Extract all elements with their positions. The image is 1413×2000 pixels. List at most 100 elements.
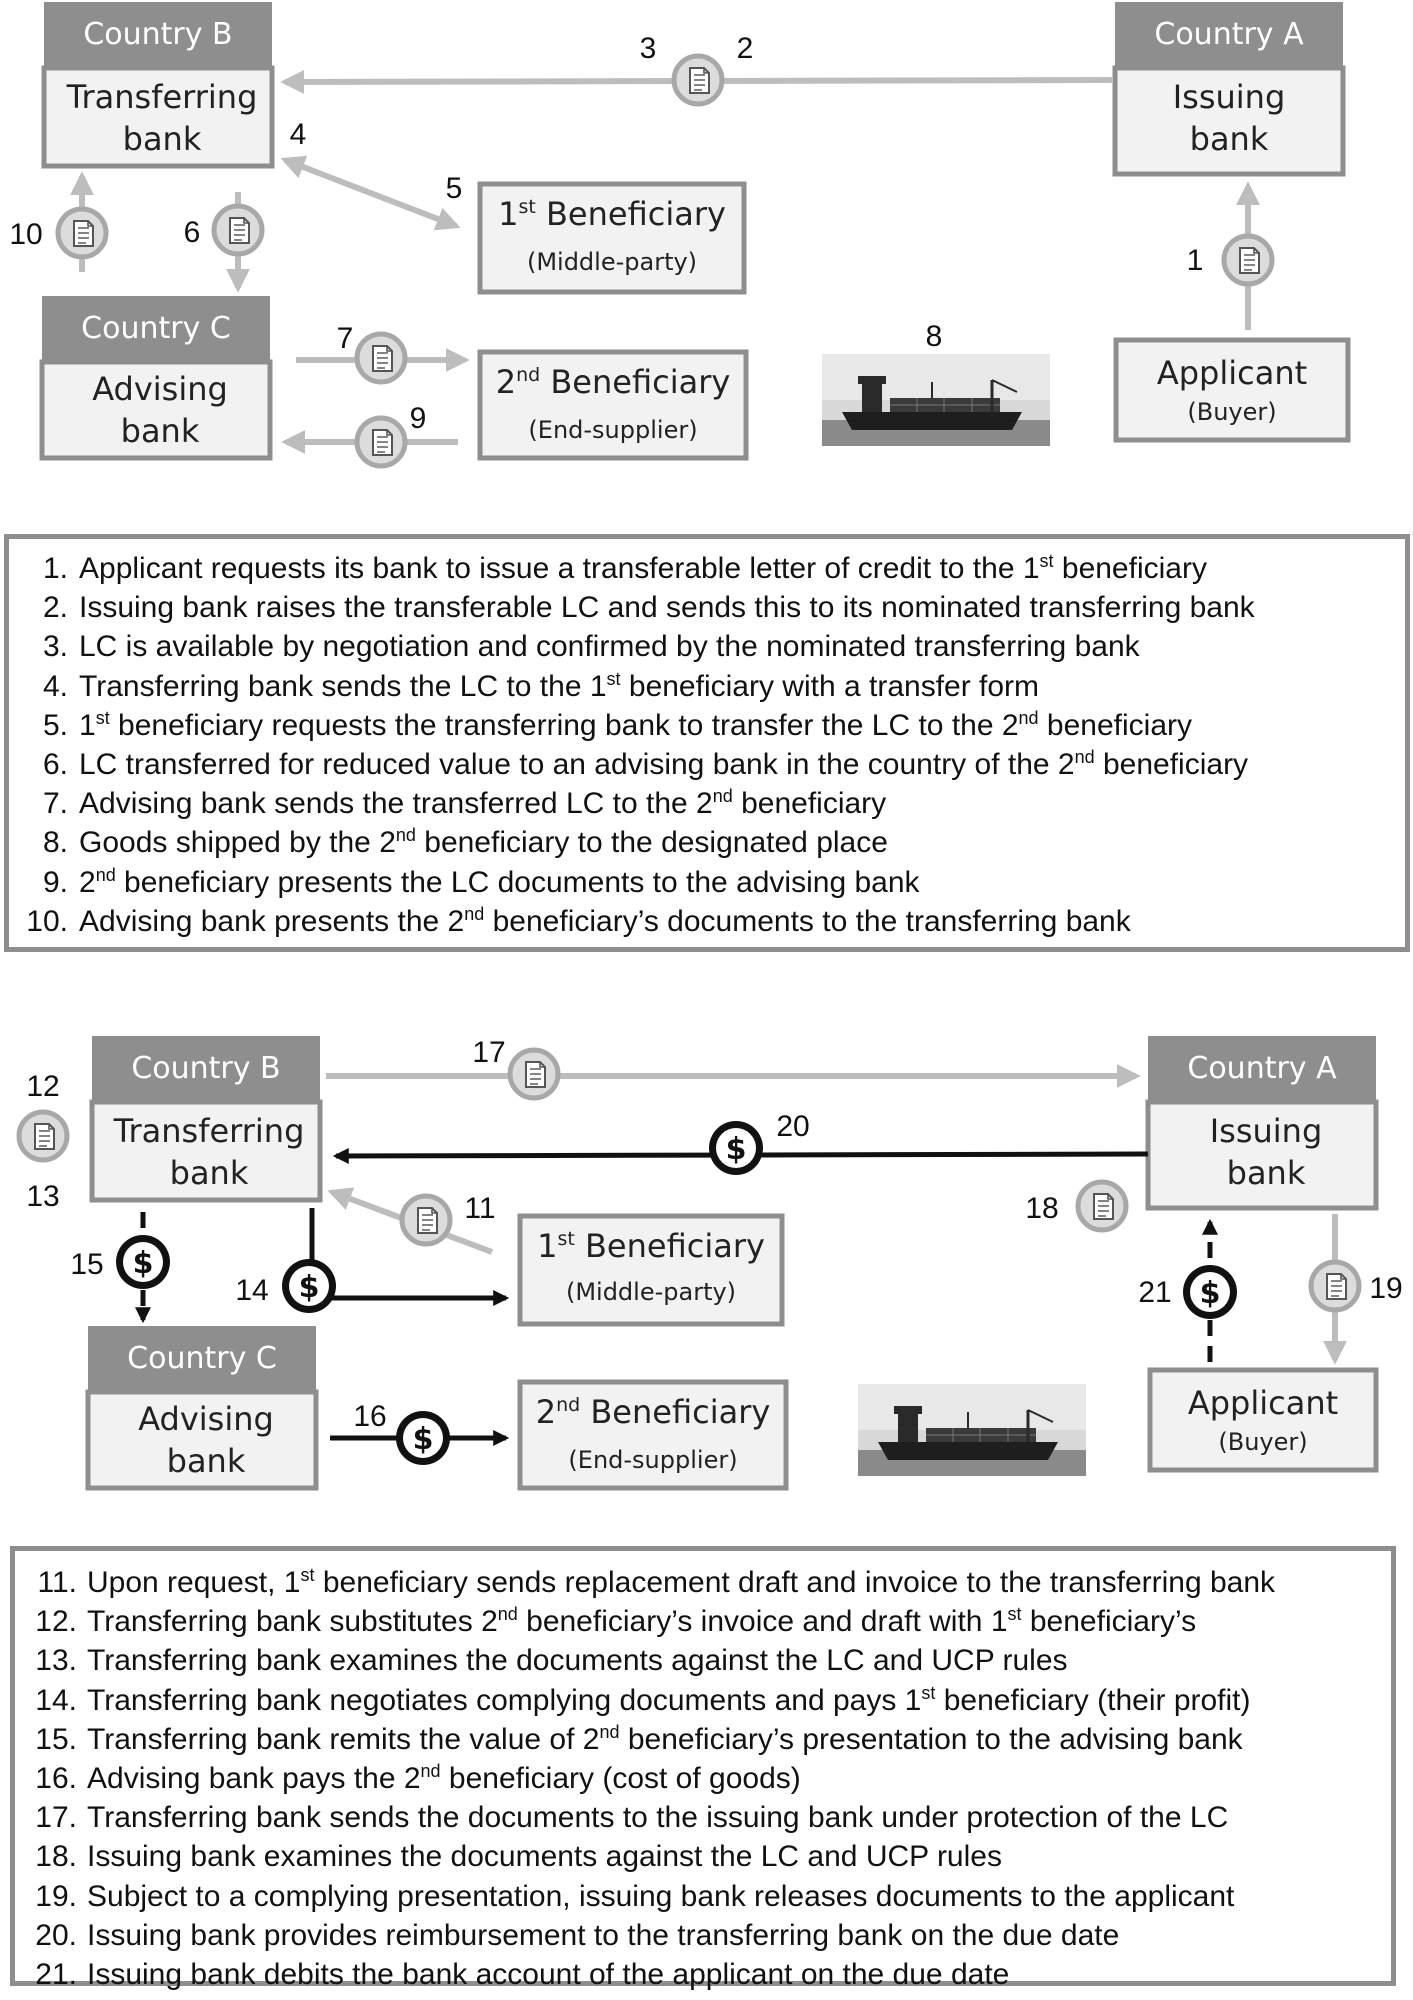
step-8: 8: [926, 320, 943, 353]
dollar-coin-icon: [709, 1121, 763, 1175]
transferring-bank-line1: Transferring: [113, 1112, 305, 1150]
country-c-advising-bank-box: Country C Advising bank: [39, 296, 273, 461]
legend-item-text: beneficiary: [1053, 552, 1207, 585]
arrow-step-4-5: [280, 155, 461, 231]
step-2: 2: [737, 32, 754, 65]
step-11: 11: [464, 1192, 495, 1225]
legend-item: 21. Issuing bank debits the bank account …: [15, 1955, 1391, 1994]
first-beneficiary-box: 1st Beneficiary (Middle-party): [517, 1213, 785, 1327]
country-b-transferring-bank-box: Country B Transferring bank: [41, 2, 275, 169]
legend-item-text: Issuing bank debits the bank account of …: [87, 1958, 1010, 1992]
dollar-coin-icon: [282, 1259, 336, 1313]
legend-item: 20. Issuing bank provides reimbursement t…: [15, 1916, 1391, 1955]
legend-item-text: Transferring bank examines the documents…: [87, 1644, 1068, 1678]
step-7: 7: [337, 322, 354, 355]
legend-item-text: Goods shipped by the 2: [79, 826, 396, 860]
first-beneficiary-title: 1st Beneficiary: [537, 1227, 765, 1265]
country-a-label: Country A: [1154, 17, 1304, 52]
country-c-label: Country C: [127, 1341, 277, 1376]
diagram-1: Country B Transferring bank Country A Is…: [9, 2, 1351, 466]
dollar-coin-icon: [396, 1411, 450, 1465]
country-b-label: Country B: [83, 17, 232, 52]
first-beneficiary-sub: (Middle-party): [566, 1278, 736, 1306]
legend-item: 2.Issuing bank raises the transferable L…: [9, 588, 1405, 627]
ordinal-suffix: nd: [1018, 707, 1039, 728]
legend-item-text: beneficiary to the designated place: [415, 826, 888, 860]
document-icon: [19, 1112, 67, 1160]
legend-item-number: 20.: [35, 1918, 77, 1952]
dollar-coin-icon: [1183, 1265, 1237, 1319]
legend-item: 14.Transferring bank negotiates complyin…: [15, 1681, 1391, 1720]
legend-item-number: 19.: [35, 1879, 77, 1913]
step-1: 1: [1187, 244, 1204, 277]
legend-item: 6.LC transferred for reduced value to an…: [9, 745, 1405, 784]
advising-bank-line1: Advising: [92, 370, 228, 408]
applicant-sub: (Buyer): [1187, 398, 1276, 426]
legend-item-text: beneficiary: [732, 787, 887, 821]
applicant-box: Applicant (Buyer): [1113, 337, 1351, 443]
document-icon: [357, 334, 405, 382]
legend-item-number: 17.: [35, 1801, 77, 1835]
steps-legend-1: 1.Applicant requests its bank to issue a…: [4, 534, 1410, 952]
legend-item-text: Advising bank pays the 2: [87, 1762, 421, 1796]
legend-item-text: 2: [79, 865, 96, 899]
legend-item-text: Issuing bank examines the documents agai…: [87, 1840, 1002, 1874]
ordinal-suffix: st: [921, 1682, 936, 1703]
legend-item-text: 1: [79, 708, 96, 742]
country-b-label: Country B: [131, 1051, 280, 1086]
legend-item: 4.Transferring bank sends the LC to the …: [9, 667, 1405, 706]
ordinal-suffix: st: [606, 668, 621, 689]
step-20: 20: [776, 1110, 809, 1143]
document-icon: [674, 56, 722, 104]
second-beneficiary-box: 2nd Beneficiary (End-supplier): [517, 1379, 789, 1491]
step-9: 9: [410, 402, 427, 435]
legend-item-text: beneficiary’s presentation to the advisi…: [619, 1722, 1243, 1756]
legend-item-number: 21.: [35, 1958, 77, 1992]
applicant-box: Applicant (Buyer): [1147, 1367, 1379, 1473]
legend-item-text: beneficiary presents the LC documents to…: [115, 865, 920, 899]
legend-item-number: 11.: [37, 1566, 77, 1599]
legend-item-number: 3.: [42, 630, 68, 664]
first-beneficiary-title: 1st Beneficiary: [498, 195, 726, 233]
legend-item: 3.LC is available by negotiation and con…: [9, 627, 1405, 666]
legend-item: 18. Issuing bank examines the documents a…: [15, 1837, 1391, 1876]
step-3: 3: [640, 32, 657, 65]
legend-item-text: beneficiary requests the transferring ba…: [109, 708, 1019, 742]
ordinal-suffix: nd: [95, 864, 116, 885]
legend-item-number: 18.: [35, 1840, 77, 1874]
first-beneficiary-sub: (Middle-party): [527, 248, 697, 276]
step-19: 19: [1369, 1272, 1402, 1305]
step-10: 10: [9, 218, 42, 251]
legend-item-text: beneficiary (their profit): [935, 1683, 1251, 1717]
legend-item: 17.Transferring bank sends the documents…: [15, 1798, 1391, 1837]
step-12: 12: [26, 1070, 59, 1103]
second-beneficiary-box: 2nd Beneficiary (End-supplier): [477, 349, 749, 461]
document-icon: [1224, 236, 1272, 284]
legend-item: 5.1st beneficiary requests the transferr…: [9, 706, 1405, 745]
legend-item-text: Advising bank presents the 2: [79, 904, 465, 938]
legend-item-number: 12.: [35, 1605, 77, 1639]
cargo-ship-icon: [856, 1382, 1088, 1478]
legend-item-number: 15.: [35, 1722, 77, 1756]
legend-item-text: beneficiary: [1038, 708, 1192, 742]
step-16: 16: [353, 1400, 386, 1433]
ordinal-suffix: nd: [599, 1721, 620, 1742]
first-beneficiary-box: 1st Beneficiary (Middle-party): [477, 181, 747, 295]
country-a-issuing-bank-box: Country A Issuing bank: [1112, 2, 1346, 177]
advising-bank-line2: bank: [121, 412, 200, 450]
legend-item-text: Applicant requests its bank to issue a t…: [79, 552, 1040, 585]
legend-item-text: Transferring bank substitutes 2: [87, 1605, 498, 1639]
step-13: 13: [26, 1180, 59, 1213]
ordinal-suffix: st: [1007, 1604, 1022, 1625]
diagram-2: Country B Transferring bank Country A Is…: [19, 1036, 1403, 1491]
legend-item: 10.Advising bank presents the 2nd benefi…: [9, 902, 1405, 941]
document-icon: [510, 1050, 558, 1098]
legend-item-number: 9.: [42, 865, 68, 899]
step-6: 6: [184, 216, 201, 249]
ordinal-suffix: nd: [1074, 747, 1095, 768]
legend-item-text: Issuing bank provides reimbursement to t…: [87, 1918, 1120, 1952]
dollar-coin-icon: [116, 1235, 170, 1289]
ordinal-suffix: nd: [420, 1761, 441, 1782]
second-beneficiary-sub: (End-supplier): [528, 416, 697, 444]
